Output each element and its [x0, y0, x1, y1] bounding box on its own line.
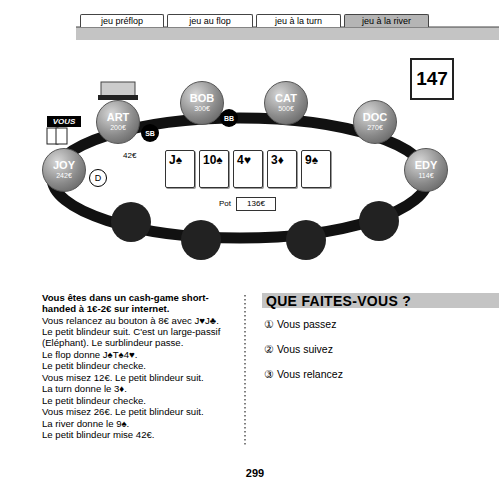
tab: jeu au flop — [167, 14, 253, 27]
board-card: 9♠ — [301, 150, 331, 188]
player-seat: DOC270€ — [353, 100, 397, 144]
node-text: 114€ — [418, 171, 433, 180]
node-text: 300€ — [194, 104, 210, 113]
player-seat: CAT500€ — [264, 81, 308, 125]
hole-card — [56, 128, 67, 144]
board-card: 10♠ — [199, 150, 229, 188]
story-line: Le petit blindeur suit. C'est un large-p… — [42, 326, 238, 349]
bet-amount: 42€ — [123, 150, 163, 161]
node-text: JOY — [53, 160, 75, 171]
node-text: VOUS — [53, 117, 76, 126]
node-text: D — [95, 173, 102, 183]
empty-seat — [286, 220, 326, 260]
node-text: 136€ — [236, 197, 276, 211]
player-seat: EDY114€ — [404, 148, 448, 192]
intro-text: Vous êtes dans un cash-game short-handed… — [42, 292, 238, 315]
node-text: 10♠ — [203, 153, 223, 167]
story-line: Vous misez 26€. Le petit blindeur suit. — [42, 406, 238, 417]
node-text: jeu à la river — [362, 16, 411, 26]
node-text: BB — [224, 115, 234, 122]
node-text: 200€ — [110, 123, 126, 132]
board-card: J♠ — [165, 150, 195, 188]
question-band — [262, 293, 499, 308]
dealer-button: D — [89, 169, 107, 187]
empty-seat — [359, 201, 399, 241]
page-number: 299 — [240, 468, 270, 479]
story-line: Le petit blindeur mise 42€. — [42, 429, 238, 440]
blind-chip: BB — [220, 109, 238, 127]
player-seat: BOB300€ — [180, 81, 224, 125]
story-line: Le flop donne J♠T♠4♥. — [42, 349, 238, 360]
node-text: SB — [145, 130, 155, 137]
tab-band — [76, 27, 499, 40]
story-line: La river donne le 9♠. — [42, 418, 238, 429]
node-text: 9♠ — [305, 153, 318, 167]
board-card: 3♦ — [267, 150, 297, 188]
node-text: 270€ — [367, 123, 383, 132]
node-text: CAT — [275, 93, 297, 104]
empty-seat — [181, 220, 221, 260]
board-card: 4♥ — [233, 150, 263, 188]
node-text: QUE FAITES-VOUS ? — [266, 293, 411, 309]
player-seat: ART200€ — [96, 100, 140, 144]
story-line: Vous misez 12€. Le petit blindeur suit. — [42, 372, 238, 383]
node-text: jeu préflop — [101, 16, 143, 26]
tab: jeu à la turn — [256, 14, 341, 27]
node-text: 3♦ — [271, 153, 284, 167]
answer-option: ② Vous suivez — [264, 344, 484, 355]
node-text: 242€ — [56, 171, 72, 180]
tab: jeu préflop — [80, 14, 164, 27]
pot-box: Pot136€ — [214, 197, 276, 210]
player-seat: JOY242€ — [42, 148, 86, 192]
problem-number: 147 — [410, 58, 454, 100]
node-text: EDY — [415, 160, 438, 171]
node-text: 4♥ — [237, 153, 251, 167]
node-text: Pot — [214, 199, 236, 208]
tab: jeu à la river — [344, 14, 429, 27]
node-text: ART — [107, 112, 130, 123]
question-heading: QUE FAITES-VOUS ? — [262, 293, 499, 308]
node-text: jeu au flop — [189, 16, 231, 26]
separator — [244, 295, 246, 445]
node-text: DOC — [363, 112, 387, 123]
blind-chip: SB — [141, 124, 159, 142]
node-text: 147 — [416, 68, 448, 90]
node-text: BOB — [190, 93, 214, 104]
node-text: J♠ — [169, 153, 182, 167]
story-line: Vous relancez au bouton à 8€ avec J♥J♣. — [42, 315, 238, 326]
seat-marker — [101, 82, 135, 96]
story-line: Le petit blindeur checke. — [42, 360, 238, 371]
story-line: Le petit blindeur checke. — [42, 395, 238, 406]
answer-option: ③ Vous relancez — [264, 369, 484, 380]
empty-seat — [111, 202, 151, 242]
answer-option: ① Vous passez — [264, 319, 484, 330]
node-text: jeu à la turn — [275, 16, 322, 26]
story-line: La turn donne le 3♦. — [42, 383, 238, 394]
you-tag: VOUS — [47, 116, 81, 127]
node-text: 500€ — [278, 104, 294, 113]
